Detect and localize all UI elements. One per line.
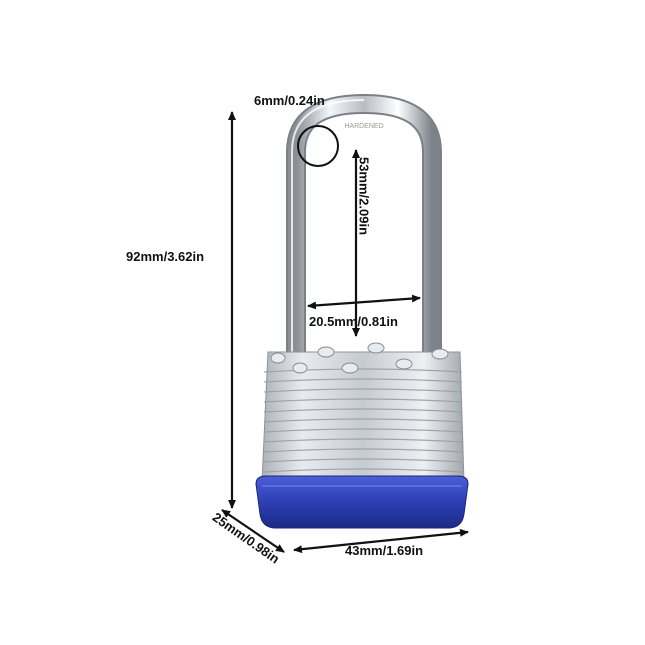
arrow-icon: [293, 528, 469, 554]
total-height-label: 92mm/3.62in: [126, 249, 205, 264]
shackle-engraving: HARDENED: [344, 123, 383, 130]
rivets: [270, 342, 449, 374]
inner-width-label: 20.5mm/0.81in: [309, 314, 398, 329]
circle-highlight-icon: [297, 125, 339, 167]
shackle: HARDENED: [286, 93, 442, 372]
dimension-arrows: [221, 111, 469, 554]
inner-height-label: 53mm/2.09in: [356, 156, 372, 236]
arrow-icon: [307, 294, 421, 310]
blue-bumper: [255, 475, 469, 529]
arrow-icon: [221, 509, 285, 553]
body-width-label: 43mm/1.69in: [345, 543, 424, 558]
lock-body: [261, 342, 465, 483]
shackle-thickness-label: 6mm/0.24in: [254, 93, 325, 108]
